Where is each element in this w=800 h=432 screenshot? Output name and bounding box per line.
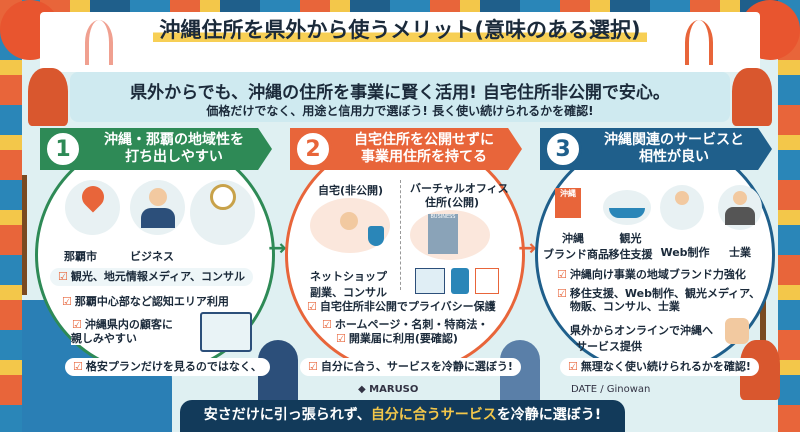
thumbs-up-icon <box>725 318 749 344</box>
professionals-icon <box>718 185 762 230</box>
page-title: 沖縄住所を県外から使うメリット(意味のある選択) <box>0 14 800 44</box>
shield-icon <box>368 226 384 246</box>
coral-icon <box>85 20 113 65</box>
subtitle-secondary: 価格だけでなく、用途と信用力で選ぼう! 長く使い続けられるかを確認! <box>206 104 594 118</box>
label-business: ビジネス <box>130 250 174 263</box>
palm-tree-icon <box>760 240 780 380</box>
people-compass-icon <box>190 180 255 245</box>
label-home-private: 自宅(非公開) <box>318 184 384 197</box>
coral-icon <box>685 20 713 65</box>
check-item-continued: 物販、コンサル、士業 <box>569 300 680 314</box>
office-building-icon: BUSINESS <box>410 210 490 260</box>
business-card-phone-calendar-icons <box>415 268 515 294</box>
section-title-line: 事業用住所を持てる <box>361 149 487 165</box>
subtitle: 県外からでも、沖縄の住所を事業に賢く活用! 自宅住所非公開で安心。 <box>130 83 670 103</box>
boat-camera-icon <box>603 190 651 225</box>
brand-logo: ◆ MARUSO <box>358 384 419 395</box>
label-web: Web制作 <box>660 246 710 259</box>
section-number: 2 <box>294 130 332 168</box>
check-item: 那覇中心部など認知エリア利用 <box>62 295 229 309</box>
label-virtual-office: バーチャルオフィス <box>410 182 509 195</box>
label-okinawa-brand: 沖縄ブランド商品 <box>543 232 609 261</box>
businessman-icon <box>130 180 185 235</box>
label-naha: 那覇市 <box>64 250 97 263</box>
section-3-header: 3 沖縄関連のサービスと相性が良い <box>540 128 772 170</box>
label-shigyo: 士業 <box>729 246 751 259</box>
building-sign: BUSINESS <box>428 214 458 254</box>
check-item: 観光、地元情報メディア、コンサル <box>50 268 254 286</box>
pattern-border-right <box>778 0 800 432</box>
checklist-icon <box>200 312 252 352</box>
okinawa-product-icon: 沖縄 <box>555 188 581 218</box>
section-title-line: 相性が良い <box>639 149 709 165</box>
check-item: 格安プランだけを見るのではなく、 <box>65 358 270 376</box>
check-item: 沖縄向け事業の地域ブランド力強化 <box>557 268 746 282</box>
check-item: 沖縄県内の顧客に <box>72 318 173 332</box>
family-icon <box>660 185 704 230</box>
section-number: 1 <box>44 130 82 168</box>
credit-text: DATE / Ginowan <box>571 384 651 395</box>
section-title-line: 沖縄関連のサービスと <box>604 132 744 148</box>
pattern-border-top <box>0 0 800 14</box>
uses-label: ネットショップ副業、コンサル <box>310 270 387 299</box>
section-title-line: 打ち出しやすい <box>125 149 223 165</box>
section-2-header: 2 自宅住所を公開せずに事業用住所を持てる <box>290 128 522 170</box>
arrow-right-icon: → <box>268 236 287 261</box>
check-item-continued: 親しみやすい <box>70 332 137 346</box>
check-item-continued: 開業届に利用(要確認) <box>336 332 458 346</box>
map-pin-icon <box>65 180 120 235</box>
shisa-icon <box>28 68 68 126</box>
check-item: 移住支援、Web制作、観光メディア、 <box>557 287 760 301</box>
section-1-header: 1 沖縄・那覇の地域性を打ち出しやすい <box>40 128 272 170</box>
check-item: 自宅住所非公開でプライバシー保護 <box>307 300 496 314</box>
palm-tree-icon <box>22 175 52 295</box>
section-title-line: 沖縄・那覇の地域性を <box>104 132 244 148</box>
arrow-right-icon: → <box>518 236 537 261</box>
label-address-public: 住所(公開) <box>425 196 480 209</box>
check-item: ホームページ・名刺・特商法・ <box>322 318 488 332</box>
subtitle-panel <box>70 72 730 122</box>
divider <box>400 180 401 290</box>
label-tourism-migration: 観光移住支援 <box>608 232 653 261</box>
footer-banner: 安さだけに引っ張られず、自分に合うサービスを冷静に選ぼう! <box>180 400 625 432</box>
online-service-note: 県外からオンラインで沖縄へサービス提供 <box>570 324 713 353</box>
check-item: 自分に合う、サービスを冷静に選ぼう! <box>300 358 521 376</box>
check-item: 無理なく使い続けられるかを確認! <box>560 358 759 376</box>
section-number: 3 <box>544 130 582 168</box>
shisa-icon <box>732 68 772 126</box>
pattern-border-left <box>0 0 22 432</box>
section-title-line: 自宅住所を公開せずに <box>354 132 494 148</box>
